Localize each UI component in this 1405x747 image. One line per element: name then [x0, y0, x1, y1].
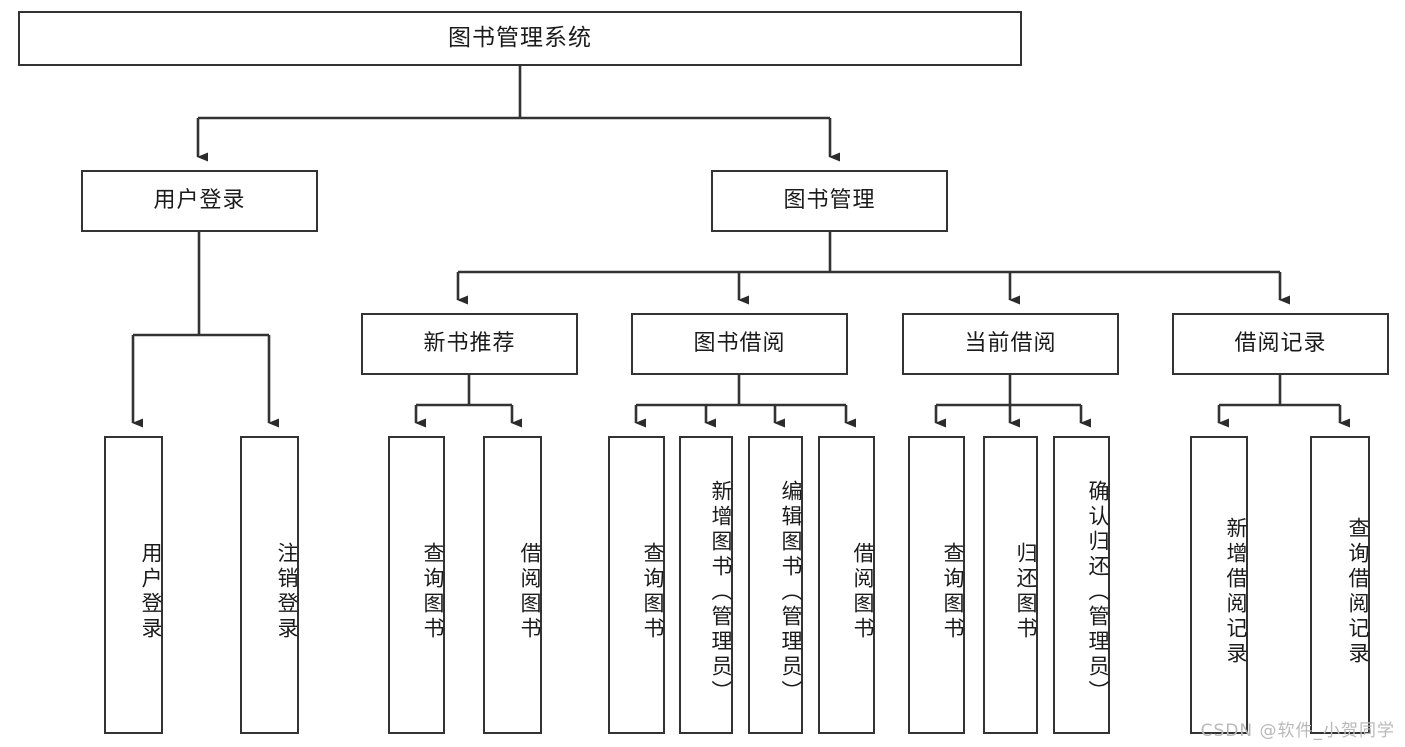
node-book-management[interactable]: 图书管理: [711, 170, 948, 232]
leaf-query-books-current[interactable]: 查询图书: [908, 436, 965, 734]
node-label: 注销登录: [275, 542, 299, 642]
watermark: CSDN @软件_小贺同学: [1200, 721, 1395, 741]
leaf-edit-book-admin[interactable]: 编辑图书（管理员）: [748, 436, 803, 734]
node-label: 用户登录: [139, 542, 163, 642]
node-label: 当前借阅: [964, 330, 1057, 356]
node-label: 查询图书: [421, 542, 445, 642]
leaf-confirm-return-admin[interactable]: 确认归还（管理员）: [1053, 436, 1110, 734]
leaf-query-books-recommend[interactable]: 查询图书: [388, 436, 445, 734]
leaf-user-login[interactable]: 用户登录: [104, 436, 163, 734]
leaf-return-books[interactable]: 归还图书: [983, 436, 1038, 734]
node-label: 图书管理: [783, 187, 876, 213]
leaf-query-books-borrow[interactable]: 查询图书: [608, 436, 665, 734]
node-label: 借阅图书: [851, 542, 875, 642]
node-root-system[interactable]: 图书管理系统: [18, 11, 1022, 66]
node-label: 新增借阅记录: [1224, 517, 1248, 667]
node-label: 确认归还（管理员）: [1086, 479, 1110, 705]
node-borrow-records[interactable]: 借阅记录: [1172, 313, 1389, 375]
node-label: 编辑图书（管理员）: [779, 479, 803, 705]
node-label: 归还图书: [1014, 542, 1038, 642]
leaf-borrow-books[interactable]: 借阅图书: [818, 436, 875, 734]
node-label: 借阅图书: [518, 542, 542, 642]
leaf-query-borrow-record[interactable]: 查询借阅记录: [1310, 436, 1370, 734]
node-label: 查询图书: [641, 542, 665, 642]
node-label: 图书管理系统: [448, 24, 592, 51]
leaf-logout[interactable]: 注销登录: [240, 436, 299, 734]
node-book-borrow[interactable]: 图书借阅: [631, 313, 848, 375]
node-label: 借阅记录: [1234, 330, 1327, 356]
leaf-borrow-books-recommend[interactable]: 借阅图书: [483, 436, 542, 734]
node-current-borrow[interactable]: 当前借阅: [902, 313, 1119, 375]
node-new-book-recommend[interactable]: 新书推荐: [361, 313, 578, 375]
node-label: 新书推荐: [423, 330, 516, 356]
node-user-login[interactable]: 用户登录: [81, 170, 318, 232]
node-label: 查询图书: [941, 542, 965, 642]
leaf-add-book-admin[interactable]: 新增图书（管理员）: [679, 436, 733, 734]
node-label: 图书借阅: [693, 330, 786, 356]
node-label: 新增图书（管理员）: [709, 479, 733, 705]
node-label: 用户登录: [153, 187, 246, 213]
node-label: 查询借阅记录: [1346, 517, 1370, 667]
leaf-add-borrow-record[interactable]: 新增借阅记录: [1190, 436, 1248, 734]
